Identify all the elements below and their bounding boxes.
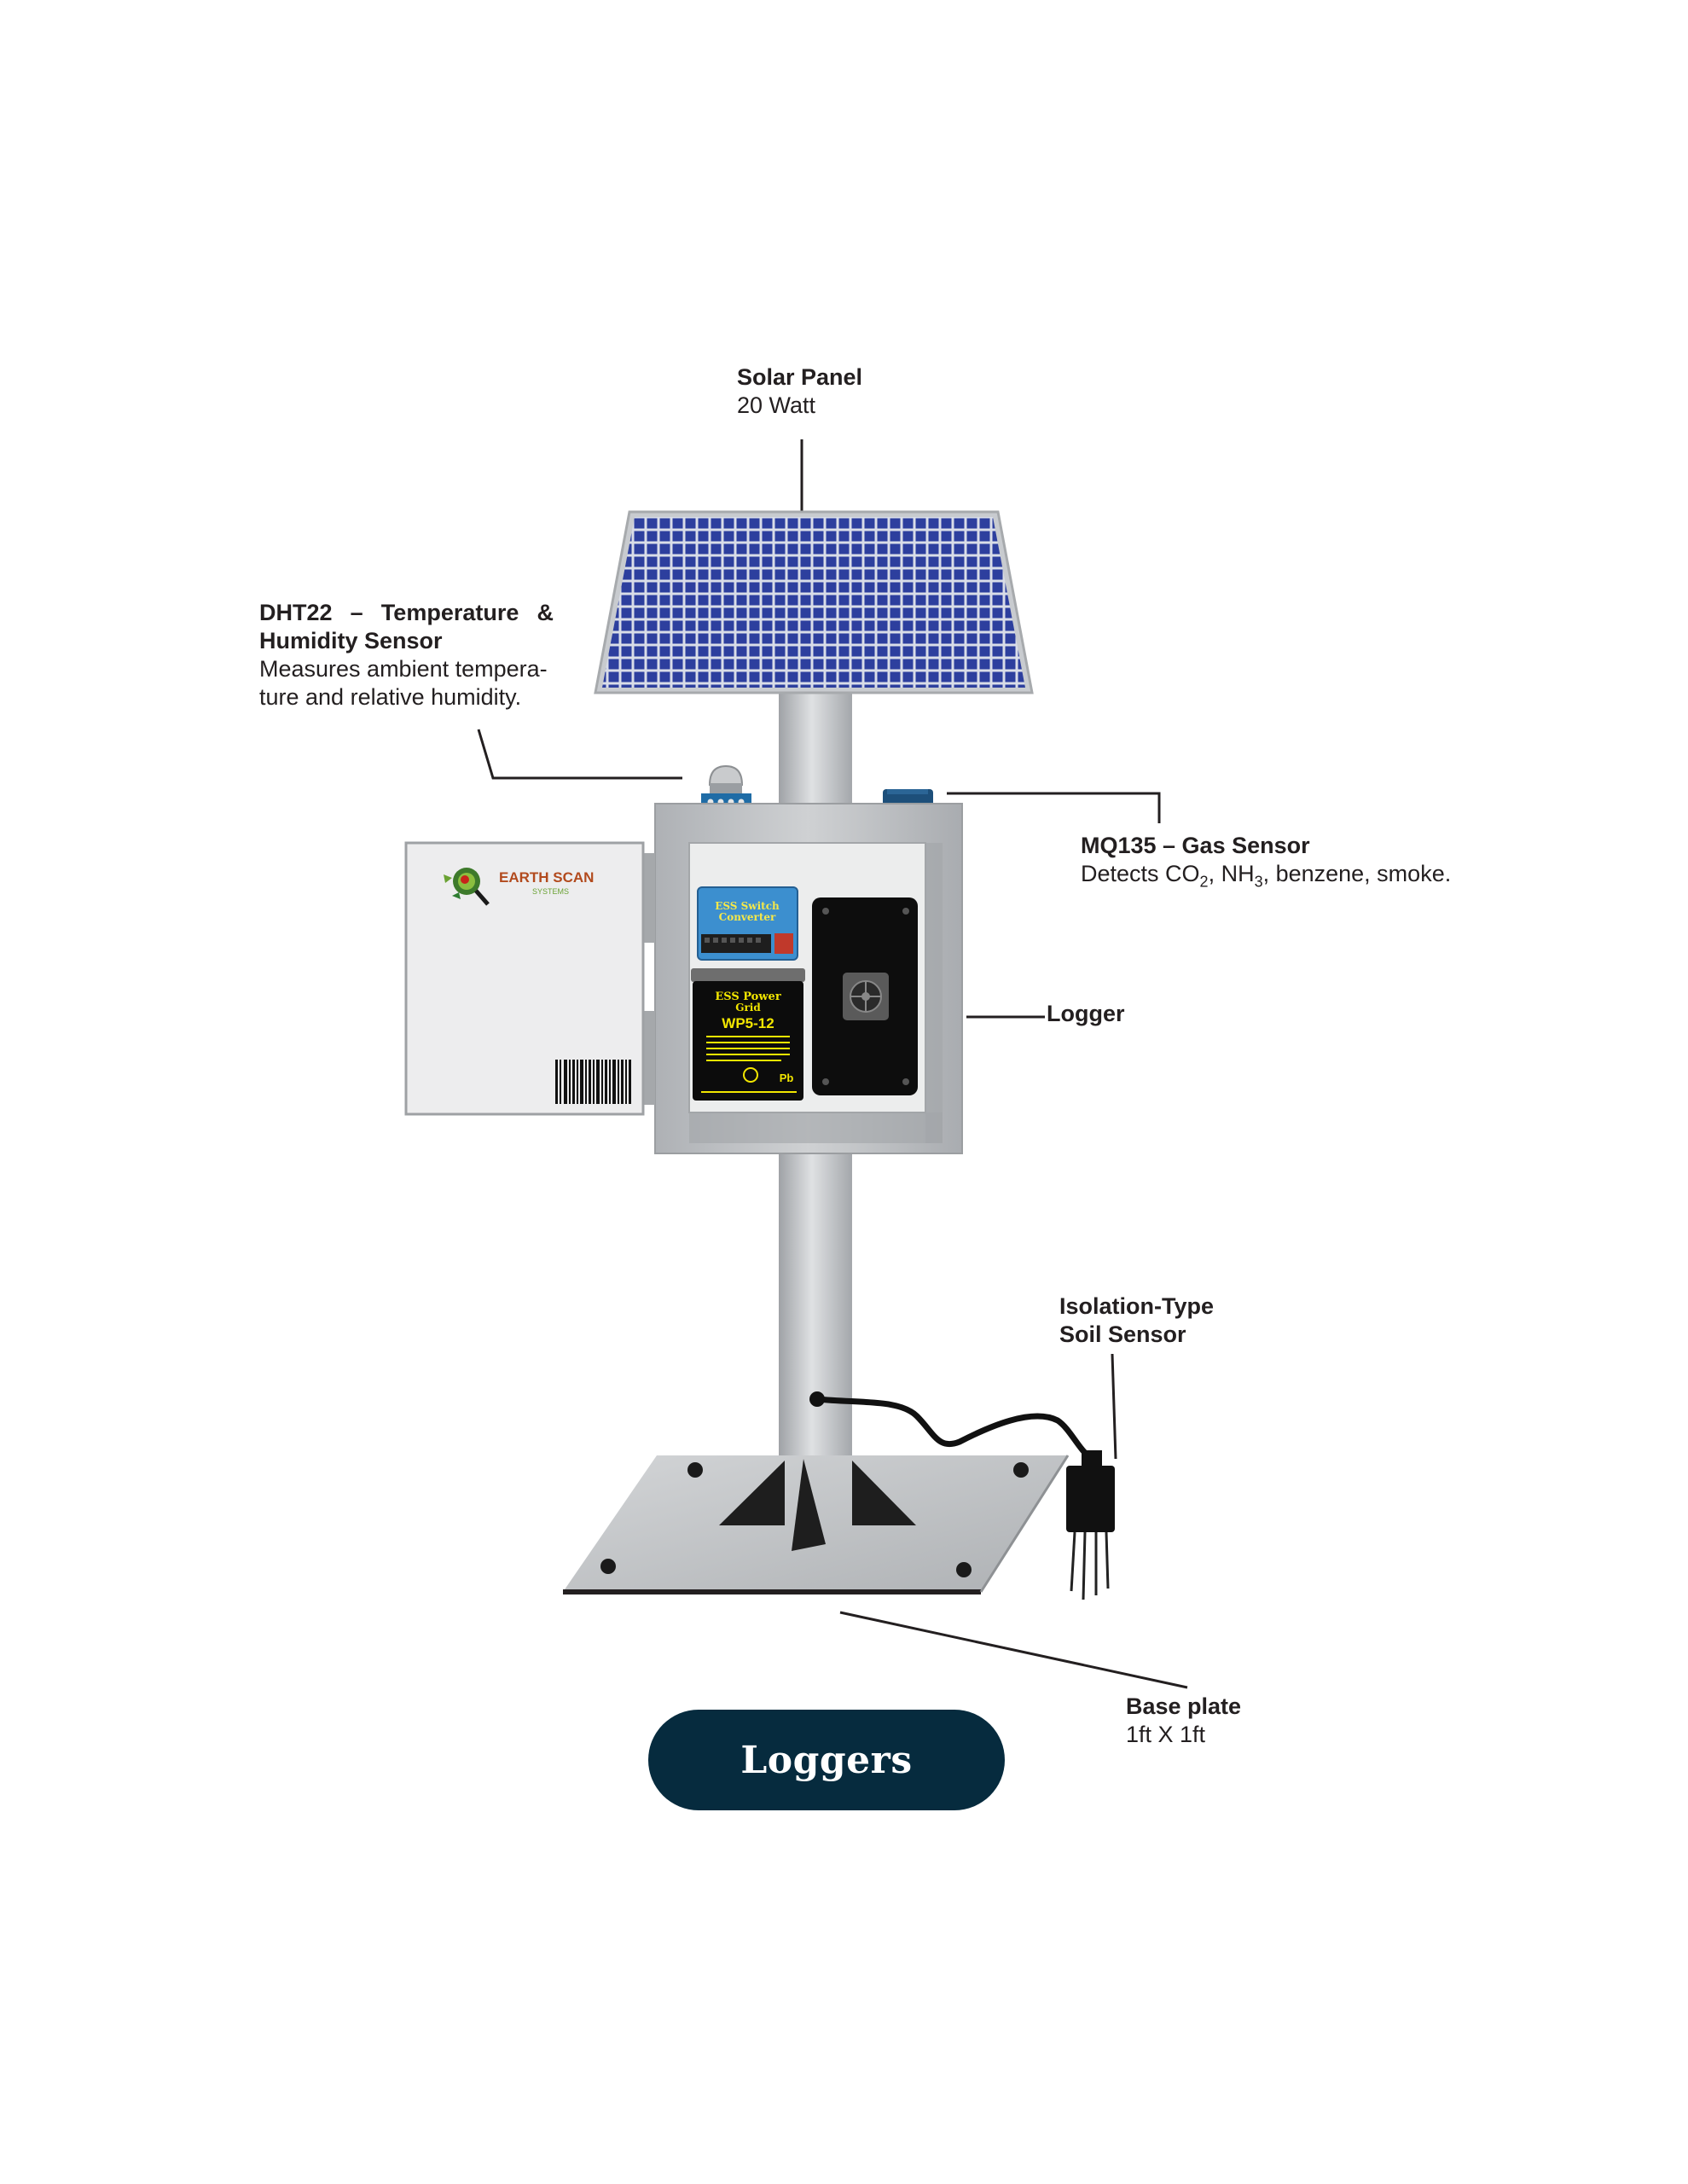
logo-brand: EARTH SCAN (499, 869, 594, 886)
battery-chem: Pb (780, 1072, 794, 1084)
battery-model: WP5-12 (722, 1015, 774, 1031)
converter-line2: Converter (719, 911, 776, 923)
logger-unit (812, 897, 918, 1095)
mq135-leader (947, 792, 1161, 823)
fan-icon (843, 973, 889, 1020)
co2-subscript: 2 (1199, 873, 1209, 891)
leader-lines (477, 439, 1188, 1689)
soil-title-line2: Soil Sensor (1059, 1321, 1186, 1347)
enclosure-door: EARTH SCAN SYSTEMS (404, 841, 645, 1116)
mq135-detail: Detects CO2, NH3, benzene, smoke. (1081, 860, 1452, 891)
dht22-title-line1: DHT22 – Temperature & (259, 600, 554, 625)
dht22-leader (477, 729, 682, 780)
door-hinges (643, 853, 655, 1105)
dht22-detail-line1: Measures ambient tempera- (259, 656, 548, 682)
solar-panel-title: Solar Panel (737, 364, 863, 390)
logo-sub: SYSTEMS (532, 887, 569, 896)
mq135-title: MQ135 – Gas Sensor (1081, 833, 1310, 858)
logger-label: Logger (1047, 1001, 1125, 1026)
solar-panel (594, 510, 1034, 694)
battery: ESS Power Grid WP5-12 Pb (691, 968, 805, 1101)
soil-leader (1111, 1353, 1117, 1460)
base-plate-detail: 1ft X 1ft (1126, 1722, 1206, 1747)
battery-line1: ESS Power (715, 990, 780, 1003)
nh3-subscript: 3 (1254, 873, 1263, 891)
loggers-title-button[interactable]: Loggers (648, 1710, 1005, 1810)
dht22-detail-line2: ture and relative humidity. (259, 684, 522, 710)
solar-panel-detail: 20 Watt (737, 392, 816, 418)
switch-converter: ESS Switch Converter (697, 886, 798, 961)
dht22-label: DHT22 – Temperature & Humidity Sensor Me… (259, 599, 554, 712)
base-plate-label: Base plate 1ft X 1ft (1126, 1693, 1241, 1749)
soil-sensor (809, 1391, 1115, 1600)
mq135-detail-prefix: Detects CO (1081, 861, 1200, 886)
earth-scan-logo: EARTH SCAN SYSTEMS (444, 868, 594, 906)
dht22-title-line2: Humidity Sensor (259, 628, 443, 653)
mq135-detail-mid: , NH (1208, 861, 1255, 886)
barcode (555, 1060, 631, 1104)
mq135-detail-suffix: , benzene, smoke. (1262, 861, 1452, 886)
soil-title-line1: Isolation-Type (1059, 1293, 1215, 1319)
solar-panel-label: Solar Panel 20 Watt (737, 363, 862, 420)
base-leader (839, 1611, 1188, 1689)
base-plate-title: Base plate (1126, 1693, 1242, 1719)
battery-line2: Grid (735, 1002, 761, 1014)
mq135-label: MQ135 – Gas Sensor Detects CO2, NH3, ben… (1081, 832, 1452, 891)
soil-sensor-label: Isolation-Type Soil Sensor (1059, 1292, 1214, 1349)
base-plate (563, 1455, 1070, 1594)
converter-line1: ESS Switch (715, 900, 780, 912)
